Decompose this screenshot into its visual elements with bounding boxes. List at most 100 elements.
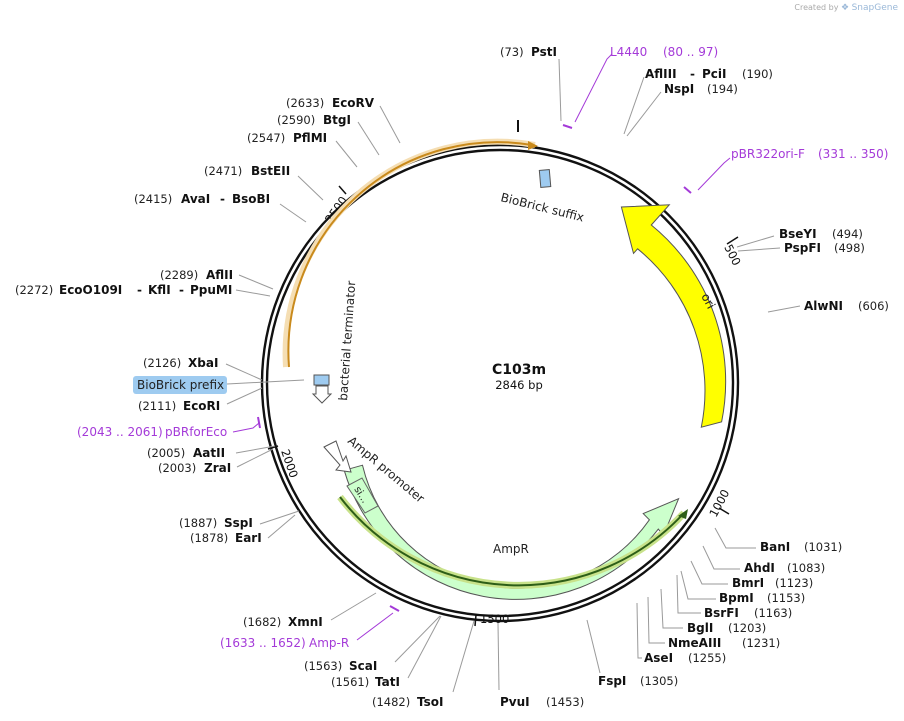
- primer-mark-ampr: [389, 605, 400, 612]
- site-name: EarI: [235, 531, 262, 545]
- feature-biobrick-prefix[interactable]: BioBrick prefix: [133, 374, 333, 404]
- primer-amp-r[interactable]: (1633 .. 1652) Amp-R: [220, 612, 394, 650]
- site-ecoo109i-kfli-ppumi[interactable]: (2272) EcoO109I - KflI - PpuMI: [15, 283, 271, 297]
- site-xbai[interactable]: (2126) XbaI: [143, 356, 263, 381]
- site-bani[interactable]: BanI (1031): [714, 527, 842, 554]
- site-position: (498): [834, 241, 865, 255]
- primer-marks: [257, 124, 692, 612]
- site-name: AvaI: [181, 192, 210, 206]
- site-name: PflMI: [293, 131, 327, 145]
- feature-ampr-promoter[interactable]: AmpR promoter: [323, 434, 427, 506]
- site-aatii[interactable]: (2005) AatII: [147, 445, 276, 460]
- primer-range-pbrforeco: (2043 .. 2061): [77, 425, 163, 439]
- site-name: NspI: [664, 82, 694, 96]
- site-position: (494): [832, 227, 863, 241]
- site-sspi[interactable]: (1887) SspI: [179, 510, 300, 530]
- site-psti[interactable]: (73) PstI: [500, 45, 562, 122]
- site-nspi[interactable]: NspI (194): [626, 82, 738, 137]
- site-asei[interactable]: AseI (1255): [636, 602, 726, 665]
- prefix-label: BioBrick prefix: [137, 378, 224, 392]
- site-separator-2: -: [179, 283, 184, 297]
- site-position: (2547): [247, 131, 285, 145]
- site-nmeaiii[interactable]: NmeAIII (1231): [647, 596, 780, 650]
- feature-biobrick-suffix[interactable]: BioBrick suffix: [499, 169, 585, 225]
- site-position: (1153): [767, 591, 805, 605]
- site-position: (194): [707, 82, 738, 96]
- site-name: TatI: [375, 675, 400, 689]
- site-scai[interactable]: (1563) ScaI: [304, 615, 441, 673]
- site-position: (1561): [331, 675, 369, 689]
- site-afliii-pcii[interactable]: AflIII - PciI (190): [623, 67, 773, 135]
- site-bsrfi[interactable]: BsrFI (1163): [676, 574, 792, 620]
- feature-signal-peptide[interactable]: si...: [346, 477, 379, 514]
- site-name: BpmI: [719, 591, 754, 605]
- site-bgli[interactable]: BglI (1203): [660, 588, 766, 635]
- site-fspi[interactable]: FspI (1305): [586, 619, 678, 688]
- site-btgi[interactable]: (2590) BtgI: [277, 113, 380, 156]
- prefix-arrow: [311, 385, 333, 404]
- site-bpmi[interactable]: BpmI (1153): [680, 570, 805, 605]
- feature-ori[interactable]: ori: [620, 204, 727, 428]
- primer-l4440[interactable]: L4440 (80 .. 97): [574, 45, 718, 123]
- site-leader: [225, 363, 263, 381]
- suffix-label: BioBrick suffix: [499, 190, 585, 224]
- site-name: NmeAIII: [668, 636, 721, 650]
- site-leader: [647, 596, 665, 644]
- site-xmni[interactable]: (1682) XmnI: [243, 592, 377, 629]
- site-pvui[interactable]: PvuI (1453): [497, 622, 584, 709]
- plasmid-length: 2846 bp: [495, 378, 543, 392]
- site-zrai[interactable]: (2003) ZraI: [158, 448, 274, 475]
- primer-pbr322ori-f[interactable]: pBR322ori-F (331 .. 350): [697, 147, 888, 191]
- site-leader: [335, 140, 358, 168]
- site-position: (1563): [304, 659, 342, 673]
- promoter-arrow: [323, 440, 352, 473]
- terminator-strand: [287, 141, 533, 368]
- site-ahdi[interactable]: AhdI (1083): [702, 545, 825, 575]
- site-name: XbaI: [188, 356, 218, 370]
- site-name: PstI: [531, 45, 557, 59]
- site-bseyi[interactable]: BseYI (494): [736, 227, 863, 248]
- site-leader: [660, 588, 683, 629]
- site-name: AflII: [206, 268, 233, 282]
- site-aflii[interactable]: (2289) AflII: [160, 268, 274, 290]
- site-name: EcoRI: [183, 399, 220, 413]
- site-separator: -: [690, 67, 695, 81]
- ori-label: ori: [698, 291, 718, 311]
- primer-leader-pbr322ori: [697, 157, 731, 191]
- site-leader: [676, 574, 701, 614]
- site-bmri[interactable]: BmrI (1123): [690, 560, 813, 590]
- site-name: BsrFI: [704, 606, 739, 620]
- site-eari[interactable]: (1878) EarI: [190, 514, 296, 545]
- credit-brand: SnapGene: [851, 3, 898, 13]
- site-name: AhdI: [744, 561, 775, 575]
- site-pflmi[interactable]: (2547) PflMI: [247, 131, 358, 168]
- signal-box: [346, 477, 379, 514]
- site-leader: [702, 545, 740, 570]
- primer-leader-pbrforeco: [232, 422, 260, 433]
- site-name: AatII: [193, 446, 225, 460]
- site-bsteii[interactable]: (2471) BstEII: [204, 164, 324, 201]
- site-tsoi[interactable]: (1482) TsoI: [372, 620, 475, 709]
- site-leader: [235, 289, 271, 297]
- site-position: (1231): [742, 636, 780, 650]
- site-leader: [236, 448, 274, 468]
- site-position: (73): [500, 45, 524, 59]
- site-name: PvuI: [500, 695, 530, 709]
- site-pspfi[interactable]: PspFI (498): [737, 241, 865, 255]
- site-leader: [680, 570, 716, 600]
- site-avai-bsobi[interactable]: (2415) AvaI - BsoBI: [134, 192, 307, 223]
- site-position: (1682): [243, 615, 281, 629]
- site-alwni[interactable]: AlwNI (606): [767, 299, 889, 313]
- site-name: AflIII: [645, 67, 677, 81]
- site-leader: [226, 387, 263, 405]
- site-tati[interactable]: (1561) TatI: [331, 615, 442, 689]
- prefix-leader: [226, 379, 305, 385]
- terminator-arrowhead: [528, 141, 538, 150]
- site-ecori[interactable]: (2111) EcoRI: [138, 387, 263, 413]
- site-position: (2471): [204, 164, 242, 178]
- site-position: (2111): [138, 399, 176, 413]
- site-ecorv[interactable]: (2633) EcoRV: [286, 96, 401, 144]
- site-name: EcoO109I: [59, 283, 122, 297]
- primer-pbrforeco[interactable]: (2043 .. 2061) pBRforEco: [77, 422, 260, 439]
- prefix-label-highlight: [133, 376, 227, 394]
